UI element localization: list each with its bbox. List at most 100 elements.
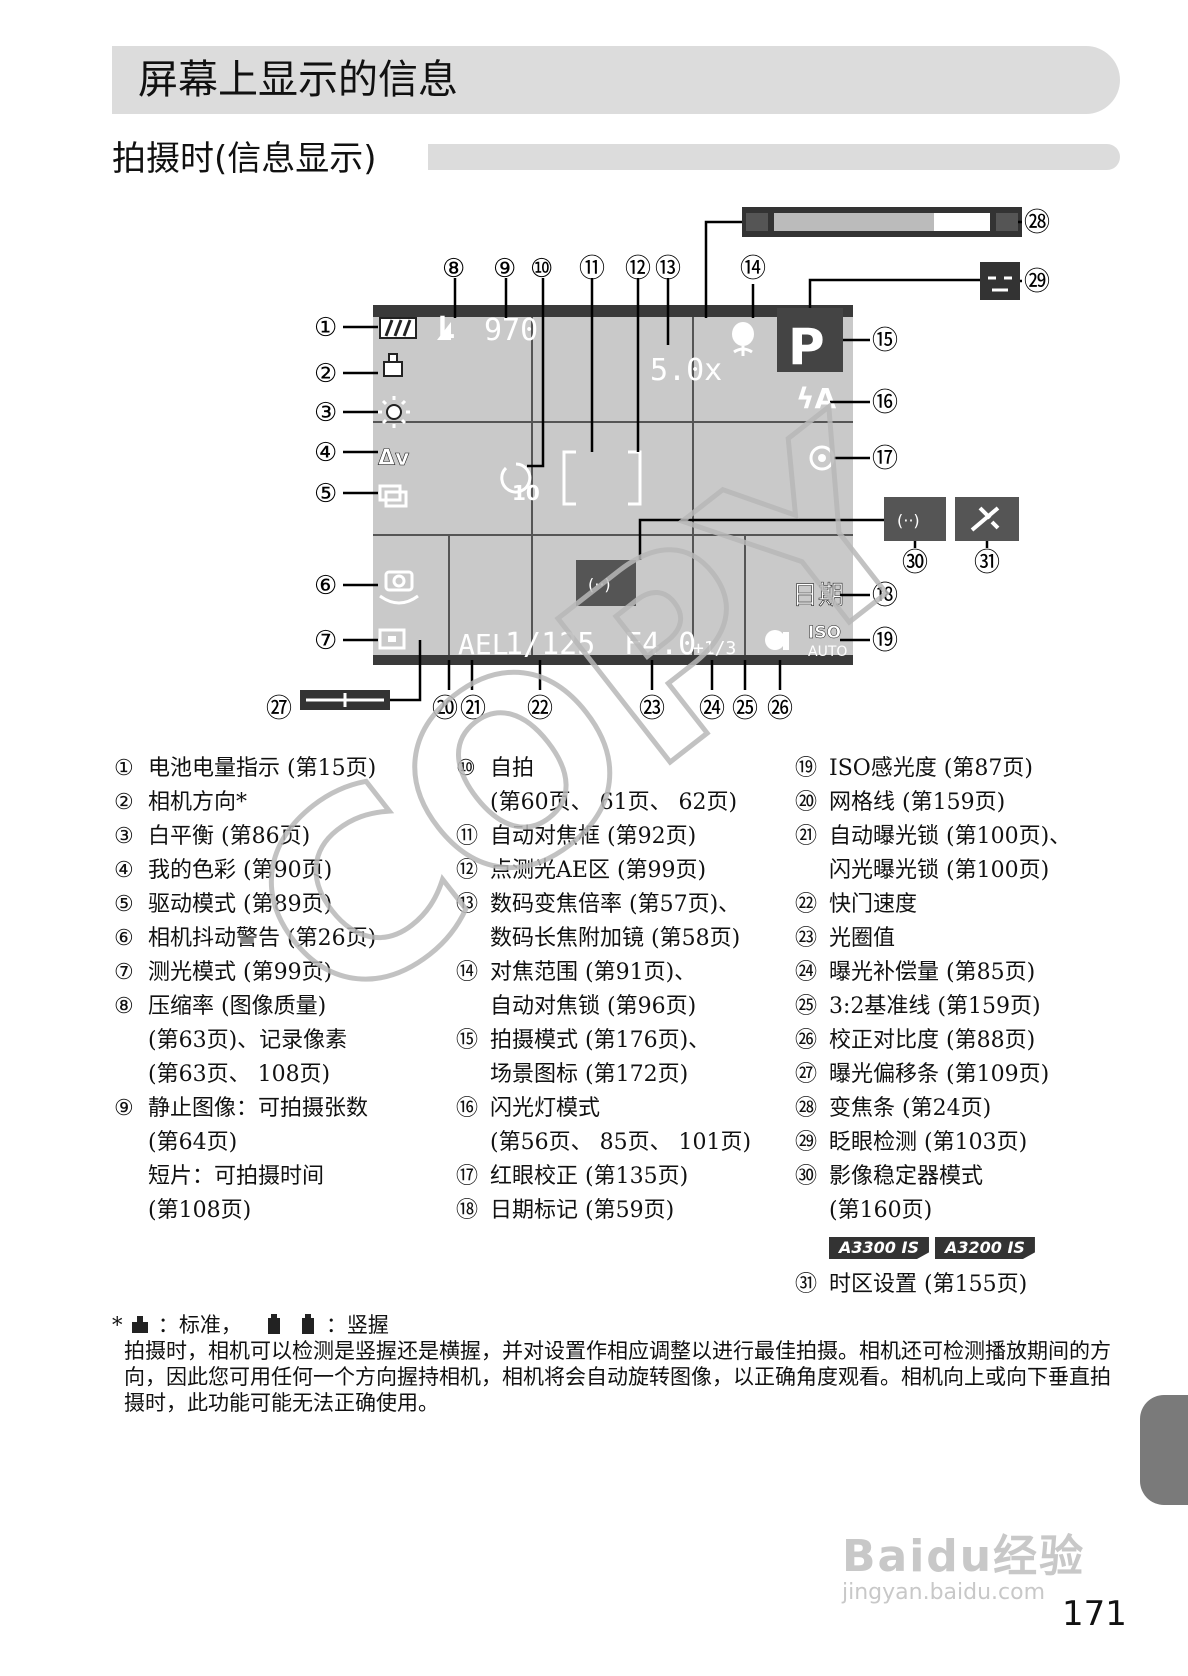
callout-12: ⑫	[625, 254, 651, 284]
legend-number: ⑫	[456, 858, 479, 883]
legend-item: ⑦ 测光模式 (第99页)	[114, 956, 444, 990]
legend-text: 静止图像：可拍摄张数	[148, 1096, 369, 1121]
metering-icon	[378, 628, 406, 650]
baidu-watermark: Baidu经验 jingyan.baidu.com	[842, 1520, 1085, 1605]
callout-23: ㉓	[639, 694, 665, 724]
legend-number: ⑧	[114, 994, 134, 1019]
top-bar	[373, 305, 853, 317]
page-number: 171	[1062, 1594, 1127, 1634]
legend-text-block: 压缩率 (图像质量) (第63页)、记录像素 (第63页、 108页)	[148, 990, 347, 1092]
legend-text-block: 测光模式 (第99页)	[148, 956, 332, 990]
legend-text-block: 电池电量指示 (第15页)	[148, 752, 376, 786]
callout-18: ⑱	[872, 581, 898, 611]
legend-number: ⑲	[795, 756, 818, 781]
legend-number: ㉚	[795, 1164, 818, 1189]
legend-text: (第63页、 108页)	[148, 1062, 331, 1087]
legend-text: 闪光曝光锁 (第100页)	[829, 858, 1050, 883]
flash-mode: ϟA	[796, 382, 836, 415]
iso-value: AUTO	[808, 644, 847, 660]
blink-face-glyph	[988, 276, 1012, 292]
svg-text:10: 10	[512, 481, 540, 505]
callout-27: ㉗	[266, 694, 292, 724]
legend-text: 自动曝光锁 (第100页)、	[829, 824, 1072, 849]
legend-text-block: 对焦范围 (第91页)、自动对焦锁 (第96页)	[490, 956, 696, 1024]
legend-text: 测光模式 (第99页)	[148, 960, 333, 985]
date-stamp: 日期	[792, 581, 844, 611]
legend-text: 日期标记 (第59页)	[490, 1198, 675, 1223]
mode-box	[777, 308, 843, 372]
callout-8: ⑧	[442, 254, 465, 284]
aperture-value: F4.0	[624, 627, 696, 662]
legend-text-block: 校正对比度 (第88页)	[829, 1024, 1035, 1058]
legend-text-block: 红眼校正 (第135页)	[490, 1160, 688, 1194]
legend-text: 自动对焦锁 (第96页)	[490, 994, 697, 1019]
callout-28: ㉘	[1024, 208, 1050, 238]
shutter-speed: 1/125	[505, 627, 595, 662]
legend-text-block: 变焦条 (第24页)	[829, 1092, 991, 1126]
legend-text-block: 闪光灯模式(第56页、 85页、 101页)	[490, 1092, 751, 1160]
legend-text: 曝光补偿量 (第85页)	[829, 960, 1036, 985]
footnote: * ：标准， ：竖握 拍摄时，相机可以检测是竖握还是横握，并对设置作相应调整以进…	[112, 1312, 1122, 1416]
callout-19: ⑲	[872, 626, 898, 656]
camera-vertical-left-icon	[267, 1314, 280, 1334]
legend-text-block: 我的色彩 (第90页)	[148, 854, 332, 888]
legend-text: 压缩率 (图像质量)	[148, 994, 327, 1019]
legend-text: (第63页)、记录像素	[148, 1028, 348, 1053]
legend-text-block: 曝光补偿量 (第85页)	[829, 956, 1035, 990]
legend-text-block: 眨眼检测 (第103页)	[829, 1126, 1027, 1160]
legend-number: ③	[114, 824, 134, 849]
legend-number: ㉔	[795, 960, 818, 985]
camera-screen-diagram: Δv L 970 5.0x P ϟA 10 (⋅⋅) (⋅⋅) 日期 ISO A…	[266, 207, 1050, 724]
legend-text: 影像稳定器模式	[829, 1164, 984, 1189]
legend-number: ⑤	[114, 892, 134, 917]
legend-text: 红眼校正 (第135页)	[490, 1164, 689, 1189]
legend-text-block: 静止图像：可拍摄张数(第64页)短片：可拍摄时间(第108页)	[148, 1092, 368, 1228]
legend-number: ⑭	[456, 960, 479, 985]
legend-text: 变焦条 (第24页)	[829, 1096, 992, 1121]
legend-number: ㉒	[795, 892, 818, 917]
callout-2: ②	[314, 359, 337, 389]
legend-number: ⑦	[114, 960, 134, 985]
macro-icon	[732, 322, 754, 356]
legend-text: 眨眼检测 (第103页)	[829, 1130, 1028, 1155]
legend-text: 自动对焦框 (第92页)	[490, 824, 697, 849]
legend-text: 3:2基准线 (第159页)	[829, 994, 1041, 1019]
legend-text-block: 拍摄模式 (第176页)、场景图标 (第172页)	[490, 1024, 710, 1092]
legend-text: 快门速度	[829, 892, 918, 917]
footnote-vertical-label: ：竖握	[325, 1313, 389, 1337]
callout-13: ⑬	[655, 254, 681, 284]
camera-orientation-icon	[383, 353, 403, 377]
camera-shake-icon	[379, 570, 419, 605]
legend-text-block: 日期标记 (第59页)	[490, 1194, 674, 1228]
camera-vertical-right-icon	[302, 1314, 315, 1334]
legend-item: ① 电池电量指示 (第15页)	[114, 752, 444, 786]
legend-text: 对焦范围 (第91页)、	[490, 960, 697, 985]
callout-20: ⑳	[432, 694, 458, 724]
legend-number: ㉑	[795, 824, 818, 849]
exposure-shift-bar	[300, 690, 390, 710]
callout-21: ㉑	[460, 694, 486, 724]
battery-icon	[379, 317, 417, 339]
contrast-correction-icon	[765, 630, 789, 650]
legend-text-block: 光圈值	[829, 922, 895, 956]
legend-number: ①	[114, 756, 134, 781]
callout-6: ⑥	[314, 571, 337, 601]
callout-26: ㉖	[767, 694, 793, 724]
is-mode-screen-icon: (⋅⋅)	[576, 560, 636, 606]
legend-number: ㉖	[795, 1028, 818, 1053]
